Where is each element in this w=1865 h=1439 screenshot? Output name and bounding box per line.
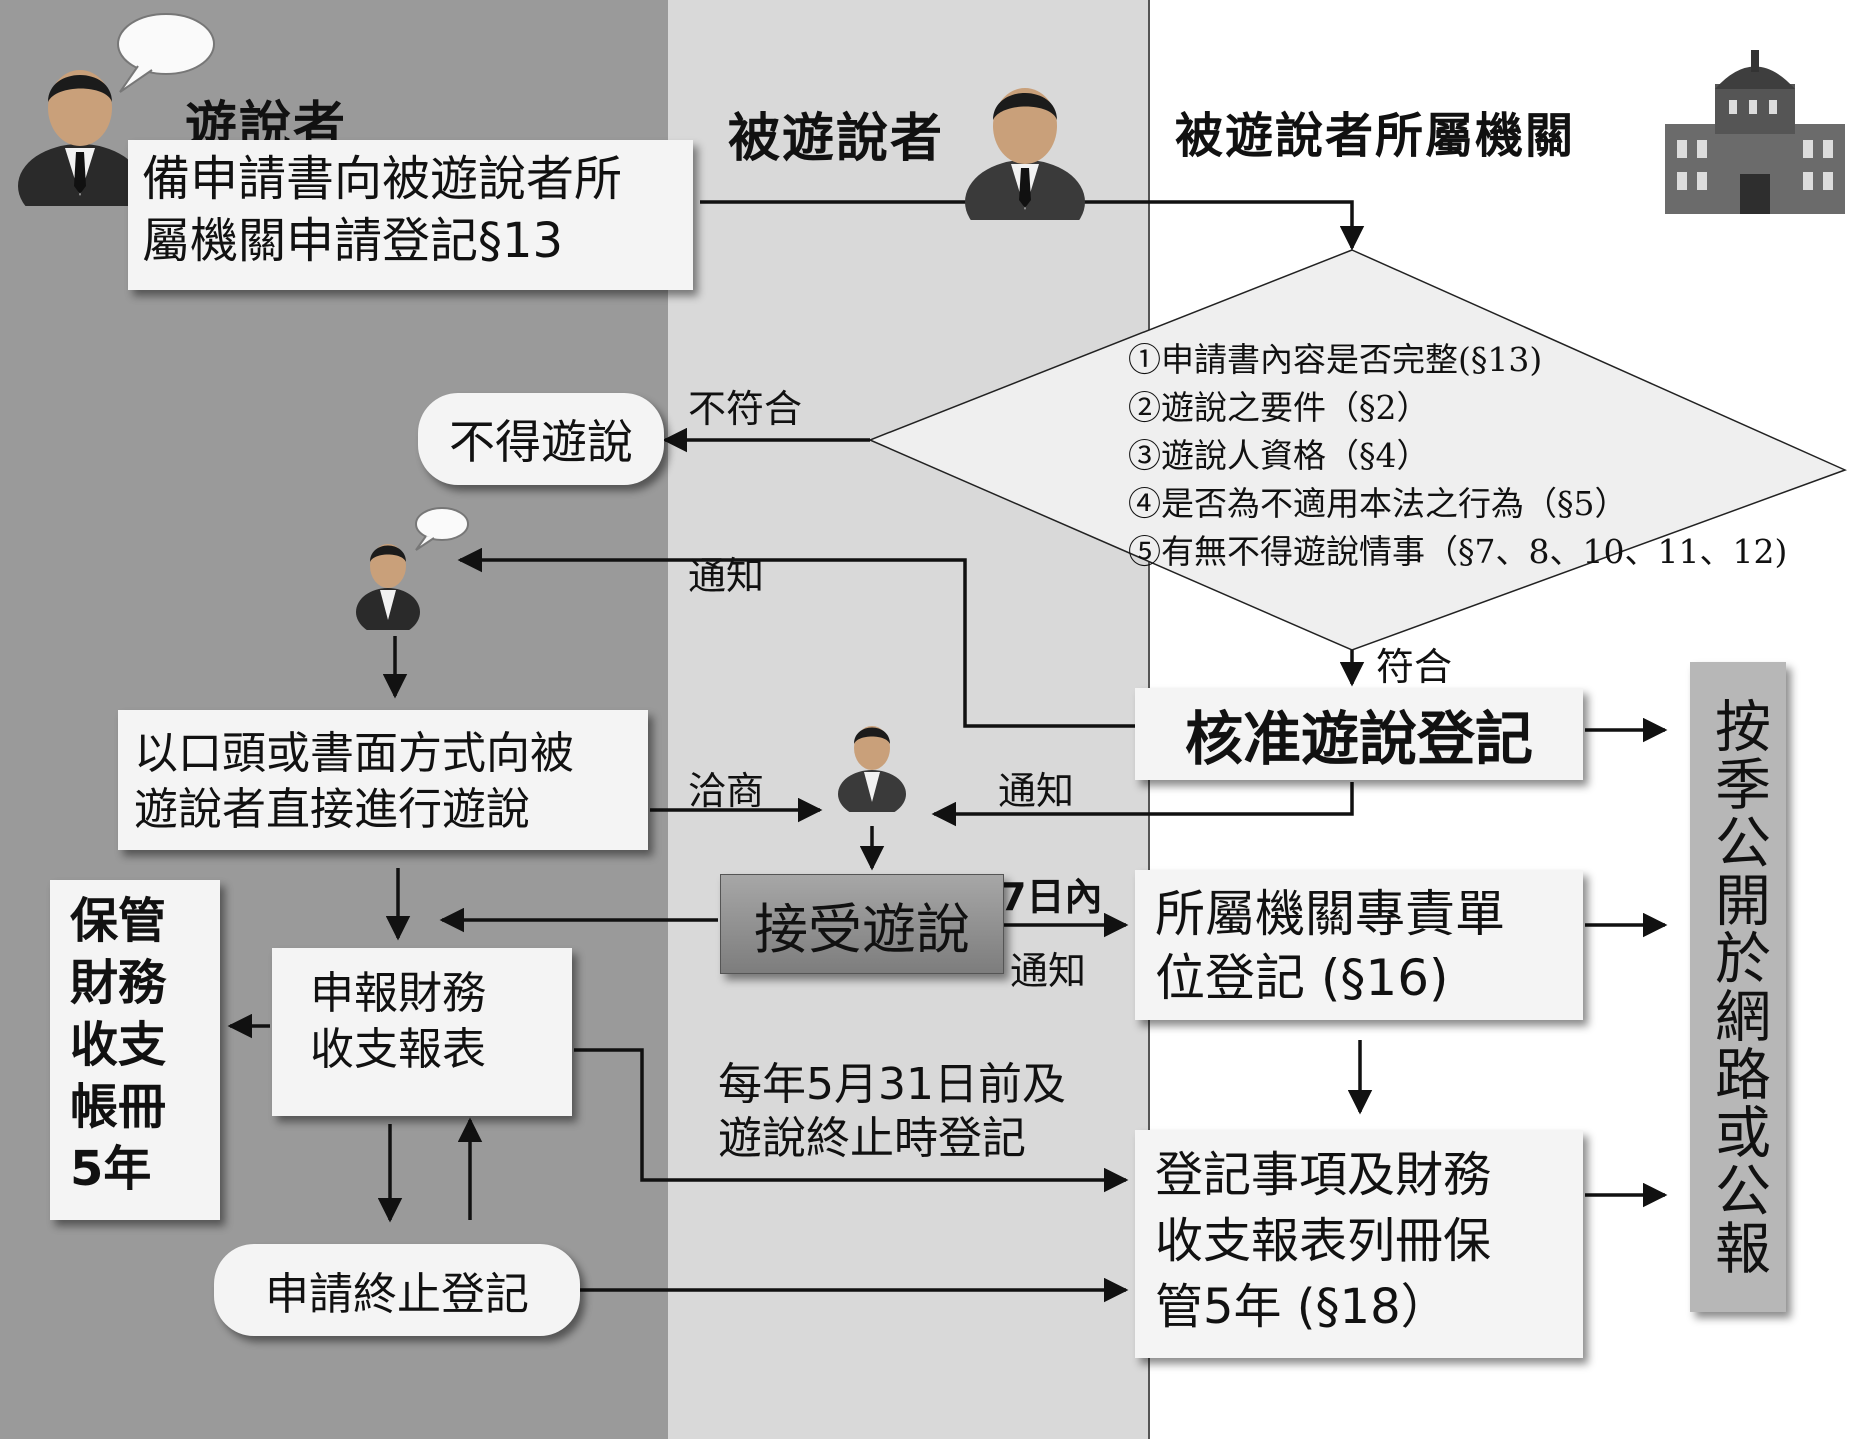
- arrow-apply-to-review: [700, 200, 1365, 251]
- label-negotiate: 洽商: [688, 769, 765, 813]
- direct-lobbying-box: 以口頭或書面方式向被 遊說者直接進行遊說: [118, 710, 648, 850]
- speech-bubble-icon: [117, 13, 215, 93]
- unit-register-line-1: 所屬機關專責單: [1155, 885, 1505, 943]
- keep-books-line-3: 收支: [70, 1017, 167, 1073]
- lobbyist-small-person-icon: [356, 544, 420, 630]
- keep-books-line-2: 財務: [70, 955, 167, 1011]
- approve-registration-box: 核准遊說登記: [1135, 688, 1583, 780]
- lane-header-agency: 被遊說者所屬機關: [1175, 108, 1576, 164]
- apply-text-line-1: 備申請書向被遊說者所: [142, 151, 623, 207]
- label-not-comply: 不符合: [688, 387, 803, 431]
- lobbied-small-person-icon: [838, 726, 906, 812]
- report-line-1: 申報財務: [310, 968, 486, 1019]
- criterion-2: ②遊說之要件（§2）: [1128, 388, 1430, 427]
- annual-line-2: 遊說終止時登記: [718, 1113, 1026, 1164]
- label-notify-lobbyist: 通知: [688, 554, 765, 598]
- criterion-3: ③遊說人資格（§4）: [1128, 436, 1430, 475]
- keep-books-line-1: 保管: [70, 893, 167, 949]
- label-notify-lobbied: 通知: [998, 769, 1075, 813]
- no-lobbying-box: 不得遊說: [418, 393, 664, 485]
- report-line-2: 收支報表: [310, 1024, 486, 1075]
- apply-registration-box: 備申請書向被遊說者所 屬機關申請登記§13: [128, 140, 693, 290]
- label-comply: 符合: [1376, 645, 1453, 689]
- unit-registration-box: 所屬機關專責單 位登記 (§16): [1135, 870, 1583, 1020]
- keep-financial-books-box: 保管 財務 收支 帳冊 5年: [50, 880, 220, 1220]
- lobbyist-person-icon: [18, 70, 142, 206]
- criterion-5: ⑤有無不得遊說情事（§7、8、10、11、12): [1128, 532, 1788, 571]
- quarterly-publish-box: 按季公開於網路或公報: [1690, 662, 1786, 1312]
- speech-bubble-small-icon: [415, 507, 469, 551]
- arrow-annual-register: [574, 1048, 1129, 1193]
- label-within-7-days: 7日內: [1000, 875, 1103, 919]
- lane-header-lobbied: 被遊說者: [728, 108, 945, 169]
- keep-books-line-4: 帳冊: [70, 1079, 167, 1135]
- annual-line-1: 每年5月31日前及: [718, 1059, 1066, 1110]
- lobby-action-line-1: 以口頭或書面方式向被: [134, 728, 574, 779]
- archive-records-box: 登記事項及財務 收支報表列冊保 管5年 (§18）: [1135, 1130, 1583, 1358]
- lane-lobbied: [668, 0, 1150, 1439]
- financial-report-box: 申報財務 收支報表: [272, 948, 572, 1116]
- government-building-icon: [1665, 50, 1845, 214]
- archive-line-1: 登記事項及財務: [1155, 1147, 1492, 1203]
- apply-termination-box: 申請終止登記: [214, 1244, 580, 1336]
- keep-books-line-5: 5年: [70, 1141, 152, 1197]
- arrow-notify-lobbyist: [457, 547, 1135, 728]
- lobby-action-line-2: 遊說者直接進行遊說: [134, 784, 530, 835]
- label-annual-register: 每年5月31日前及 遊說終止時登記: [718, 1058, 1066, 1166]
- review-criteria: ①申請書內容是否完整(§13) ②遊說之要件（§2） ③遊說人資格（§4） ④是…: [1128, 336, 1787, 576]
- accept-lobbying-box: 接受遊說: [720, 874, 1004, 974]
- criterion-1: ①申請書內容是否完整(§13): [1128, 340, 1543, 379]
- criterion-4: ④是否為不適用本法之行為（§5）: [1128, 484, 1628, 523]
- archive-line-2: 收支報表列冊保: [1155, 1213, 1492, 1269]
- apply-text-line-2: 屬機關申請登記§13: [142, 213, 564, 269]
- label-notify-unit: 通知: [1010, 949, 1087, 993]
- archive-line-3: 管5年 (§18）: [1155, 1279, 1449, 1335]
- lobbied-person-icon: [965, 88, 1085, 220]
- unit-register-line-2: 位登記 (§16): [1155, 949, 1449, 1007]
- arrow-notify-lobbied: [931, 782, 1354, 827]
